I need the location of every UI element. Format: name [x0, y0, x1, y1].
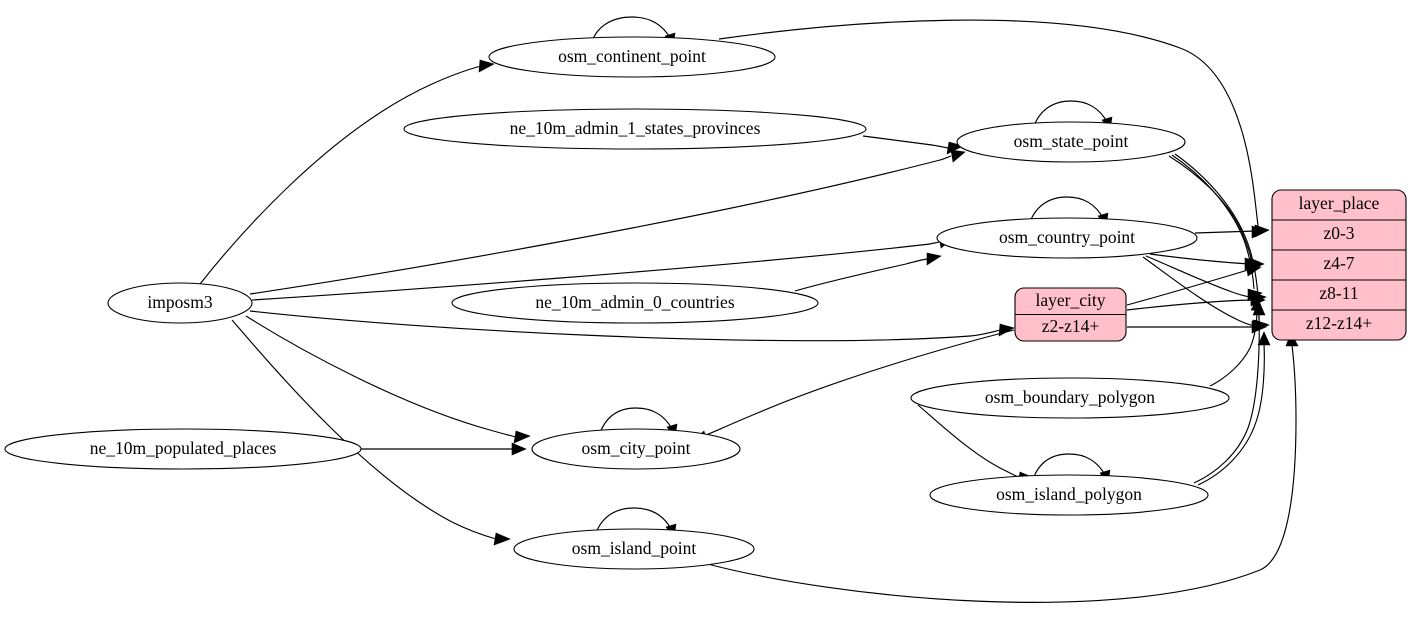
layer-node-layer_city[interactable]: layer_city z2-z14+: [1014, 287, 1127, 342]
arrowhead-icon: [1252, 301, 1266, 316]
edge-ne_10m_admin_1_states_provinces-to-osm_state_point: [862, 135, 949, 149]
edge-layer_city-to-osm_city_point: [703, 329, 1015, 437]
edge-osm_boundary_polygon-to-osm_island_polygon: [917, 404, 1021, 479]
node-ne_10m_admin_0_countries[interactable]: ne_10m_admin_0_countries: [451, 282, 819, 324]
edge-layer_city-to-layer_place-z8_11: [1126, 299, 1252, 311]
edge-osm_state_point-to-layer_place-z8_11: [1171, 154, 1255, 290]
edge-imposm3-to-osm_island_point: [231, 319, 497, 540]
node-ne_10m_populated_places[interactable]: ne_10m_populated_places: [4, 428, 362, 470]
arrowhead-icon: [1257, 331, 1271, 346]
arrowhead-icon: [1254, 224, 1270, 238]
node-osm_boundary_polygon[interactable]: osm_boundary_polygon: [910, 377, 1230, 419]
edge-layer: [199, 16, 1299, 603]
edge-osm_state_point-to-layer_place-z4_7: [1168, 155, 1252, 259]
edge-ne_10m_admin_0_countries-to-osm_country_point: [794, 258, 928, 292]
edge-imposm3-to-osm_state_point: [249, 155, 952, 295]
arrowhead-icon: [478, 59, 495, 73]
node-osm_continent_point[interactable]: osm_continent_point: [488, 36, 776, 78]
node-osm_country_point[interactable]: osm_country_point: [936, 217, 1198, 259]
arrowhead-icon: [1245, 263, 1262, 277]
edge-osm_country_point-to-layer_place-z4_7: [1149, 253, 1251, 265]
edge-osm_country_point-to-layer_place-z0_3: [1194, 230, 1257, 234]
edge-imposm3-to-osm_continent_point: [199, 65, 482, 285]
node-osm_state_point[interactable]: osm_state_point: [956, 121, 1186, 163]
edge-osm_boundary_polygon-to-layer_place-z8_11: [1209, 308, 1258, 387]
edge-osm_island_polygon-self-loop: [1032, 453, 1106, 480]
edge-osm_country_point-to-layer_place-z12_z14: [1142, 256, 1256, 327]
node-ne_10m_admin_1_states_provinces[interactable]: ne_10m_admin_1_states_provinces: [403, 108, 867, 150]
edge-imposm3-to-layer_city: [249, 310, 1001, 342]
edge-osm_state_point-self-loop: [1033, 100, 1108, 127]
arrowhead-icon: [926, 252, 942, 266]
edge-layer_city-to-layer_place-z4_7: [1126, 269, 1249, 306]
node-osm_island_point[interactable]: osm_island_point: [513, 528, 755, 570]
edge-imposm3-to-osm_country_point: [251, 241, 940, 301]
edge-osm_continent_point-self-loop: [591, 16, 671, 42]
arrowhead-icon: [493, 532, 511, 546]
edge-osm_island_point-to-layer_place-z12_z14: [699, 344, 1297, 603]
node-osm_city_point[interactable]: osm_city_point: [531, 428, 741, 470]
arrowhead-icon: [950, 149, 966, 163]
edge-osm_island_polygon-to-layer_place-z8_11: [1193, 313, 1260, 484]
node-imposm3[interactable]: imposm3: [107, 282, 253, 324]
edge-osm_island_point-self-loop: [595, 507, 672, 534]
node-osm_island_polygon[interactable]: osm_island_polygon: [929, 474, 1209, 516]
edge-imposm3-to-osm_city_point: [245, 315, 517, 438]
edge-osm_continent_point-to-layer_place-z0_3: [718, 19, 1259, 227]
edge-osm_country_point-self-loop: [1029, 196, 1104, 223]
edge-osm_island_polygon-to-layer_place-z12_z14: [1197, 343, 1265, 486]
layer-node-layer_place[interactable]: layer_place z0-3 z4-7 z8-11 z12-z14+: [1271, 189, 1407, 341]
edge-osm_city_point-self-loop: [599, 407, 673, 434]
edge-osm_country_point-to-layer_place-z8_11: [1145, 255, 1253, 299]
arrowhead-icon: [513, 430, 531, 444]
arrowhead-icon: [511, 442, 527, 456]
